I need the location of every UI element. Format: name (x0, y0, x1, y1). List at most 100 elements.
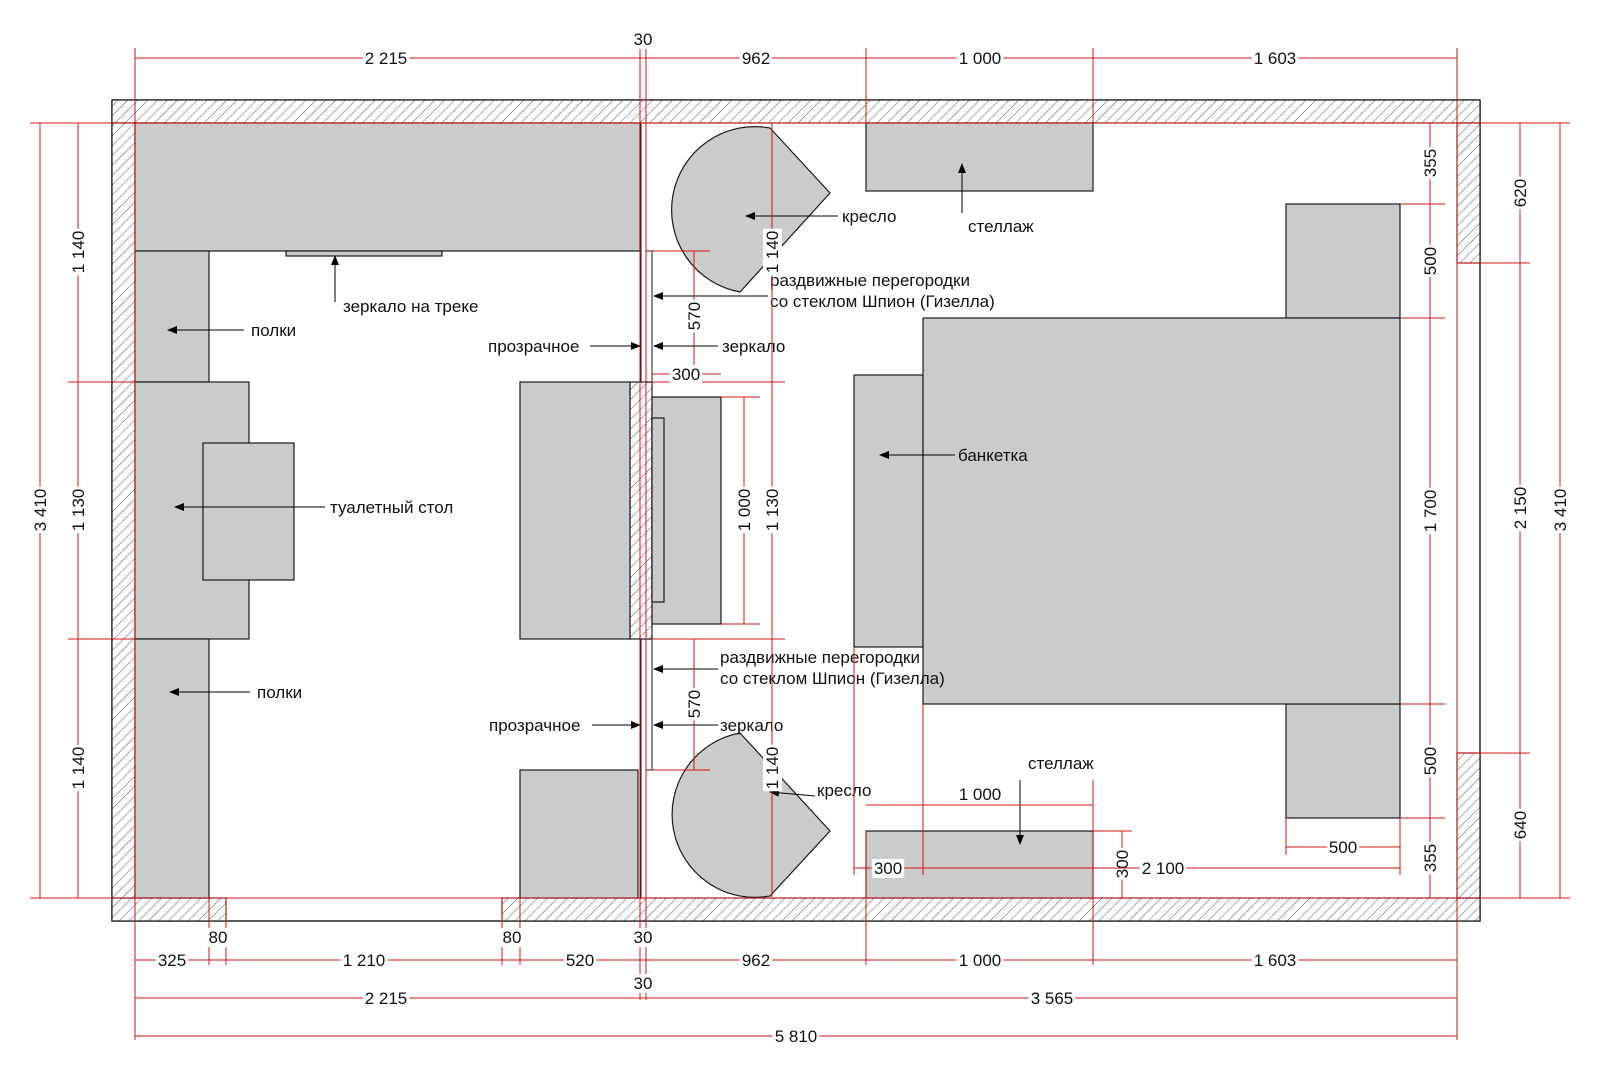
label-partition-top-1: раздвижные перегородки (770, 271, 970, 290)
wall-bottom-2 (501, 897, 1481, 922)
dim-bot-80-b: 80 (503, 928, 522, 947)
dim-bot-962: 962 (742, 951, 770, 970)
cabinet-middle (519, 381, 631, 640)
partition-wall-segment (629, 381, 653, 640)
dim-text-bg (1511, 176, 1530, 210)
dim-right-620: 620 (1511, 179, 1530, 207)
dim-mid-1140-top: 1 140 (763, 231, 782, 274)
dim-text-bg (1251, 49, 1299, 68)
dim-text-bg (631, 928, 655, 947)
extension-lines-vertical (134, 48, 1458, 1040)
dim-left-1130: 1 130 (69, 489, 88, 532)
dim-text-bg (739, 951, 773, 970)
dim-inner-300-h: 300 (874, 859, 902, 878)
dim-top-2215: 2 215 (365, 49, 408, 68)
dim-left-1140-bottom: 1 140 (69, 747, 88, 790)
shelves-upper (134, 250, 210, 383)
label-shelf-rack-bottom: стеллаж (1028, 754, 1094, 773)
dim-text-bg (1551, 486, 1570, 534)
dim-mid-1000: 1 000 (735, 489, 754, 532)
dim-inner-300-v: 300 (1113, 850, 1132, 878)
dim-top-30: 30 (634, 30, 653, 49)
cabinet-bottom (519, 769, 639, 899)
dim-text-bg (1421, 744, 1440, 778)
dim-text-bg (1028, 989, 1076, 1008)
label-partition-top-2: со стеклом Шпион (Гизелла) (770, 292, 995, 311)
dim-text-bg (1421, 487, 1440, 535)
dim-text-bg (69, 486, 88, 534)
dim-bot-80-a: 80 (209, 928, 228, 947)
dim-text-bg (631, 974, 655, 993)
dim-text-bg (1511, 484, 1530, 532)
dim-text-bg (69, 228, 88, 276)
dim-right-1700: 1 700 (1421, 490, 1440, 533)
dim-text-bg (735, 486, 754, 534)
dim-text-bg (763, 744, 782, 792)
dim-right-640: 640 (1511, 811, 1530, 839)
label-mirror-top: зеркало (722, 337, 785, 356)
bench (853, 374, 924, 648)
mirror-cabinet-inner (651, 417, 665, 603)
nightstand-top (1285, 203, 1401, 319)
label-mirror-bottom: зеркало (720, 716, 783, 735)
label-partition-bottom-1: раздвижные перегородки (720, 648, 920, 667)
dim-text-bg (1326, 838, 1360, 857)
dim-mid-570-bottom: 570 (685, 690, 704, 718)
shelf-rack-top (865, 122, 1094, 192)
dim-left-1140-top: 1 140 (69, 231, 88, 274)
sliding-partition-bottom (645, 638, 653, 771)
dim-text-bg (763, 486, 782, 534)
label-chair-bottom: кресло (817, 781, 871, 800)
dim-bot2-30: 30 (634, 974, 653, 993)
label-shelves-top: полки (251, 321, 296, 340)
dim-text-bg (31, 486, 50, 534)
dim-bot-520: 520 (566, 951, 594, 970)
label-mirror-on-track: зеркало на треке (343, 297, 478, 316)
dim-bot3-5810: 5 810 (775, 1027, 818, 1046)
dim-inner-2100: 2 100 (1142, 859, 1185, 878)
dim-right-2150: 2 150 (1511, 487, 1530, 530)
dim-text-bg (1421, 244, 1440, 278)
leader-chair-bottom (769, 788, 816, 797)
wall-right-top (1456, 122, 1481, 264)
dim-text-bg (1421, 841, 1440, 875)
dim-left-3410: 3 410 (31, 489, 50, 532)
dim-top-1000: 1 000 (959, 49, 1002, 68)
nightstand-bottom (1285, 703, 1401, 819)
dim-text-bg (956, 951, 1004, 970)
dim-text-bg (685, 299, 704, 333)
dim-inner-500: 500 (1329, 838, 1357, 857)
dim-text-bg (500, 928, 524, 947)
dim-bot-1603: 1 603 (1254, 951, 1297, 970)
dim-text-bg (362, 989, 410, 1008)
dim-text-bg (871, 859, 905, 878)
dim-text-bg (340, 951, 388, 970)
dim-bot-30: 30 (634, 928, 653, 947)
dim-mid-570-top: 570 (685, 302, 704, 330)
furniture (134, 122, 1401, 899)
label-transparent-bottom: прозрачное (489, 716, 580, 735)
label-partition-bottom-2: со стеклом Шпион (Гизелла) (720, 669, 945, 688)
dim-text-bg (739, 49, 773, 68)
dim-text-bg (1251, 951, 1299, 970)
label-bench: банкетка (958, 446, 1028, 465)
labels: стеллаж кресло зеркало на треке полки ра… (167, 163, 1094, 845)
label-shelves-bottom: полки (257, 683, 302, 702)
bed (922, 317, 1401, 705)
dim-text-bg (362, 49, 410, 68)
dim-text-bg (69, 744, 88, 792)
dim-mid-1140-bottom: 1 140 (763, 747, 782, 790)
dim-bot2-3565: 3 565 (1031, 989, 1074, 1008)
dim-text-bg (956, 49, 1004, 68)
dimensions: 2 215 30 962 1 000 1 603 3 410 1 140 1 1… (30, 30, 1570, 1046)
dim-bot-325: 325 (158, 951, 186, 970)
dim-text-bg (772, 1027, 820, 1046)
mirror-on-track (285, 250, 443, 257)
dim-right-500-top: 500 (1421, 247, 1440, 275)
label-transparent-top: прозрачное (488, 337, 579, 356)
dim-text-bg (1511, 808, 1530, 842)
dim-text-bg (956, 785, 1004, 804)
dim-text-bg (669, 365, 703, 384)
dim-bot2-2215: 2 215 (365, 989, 408, 1008)
